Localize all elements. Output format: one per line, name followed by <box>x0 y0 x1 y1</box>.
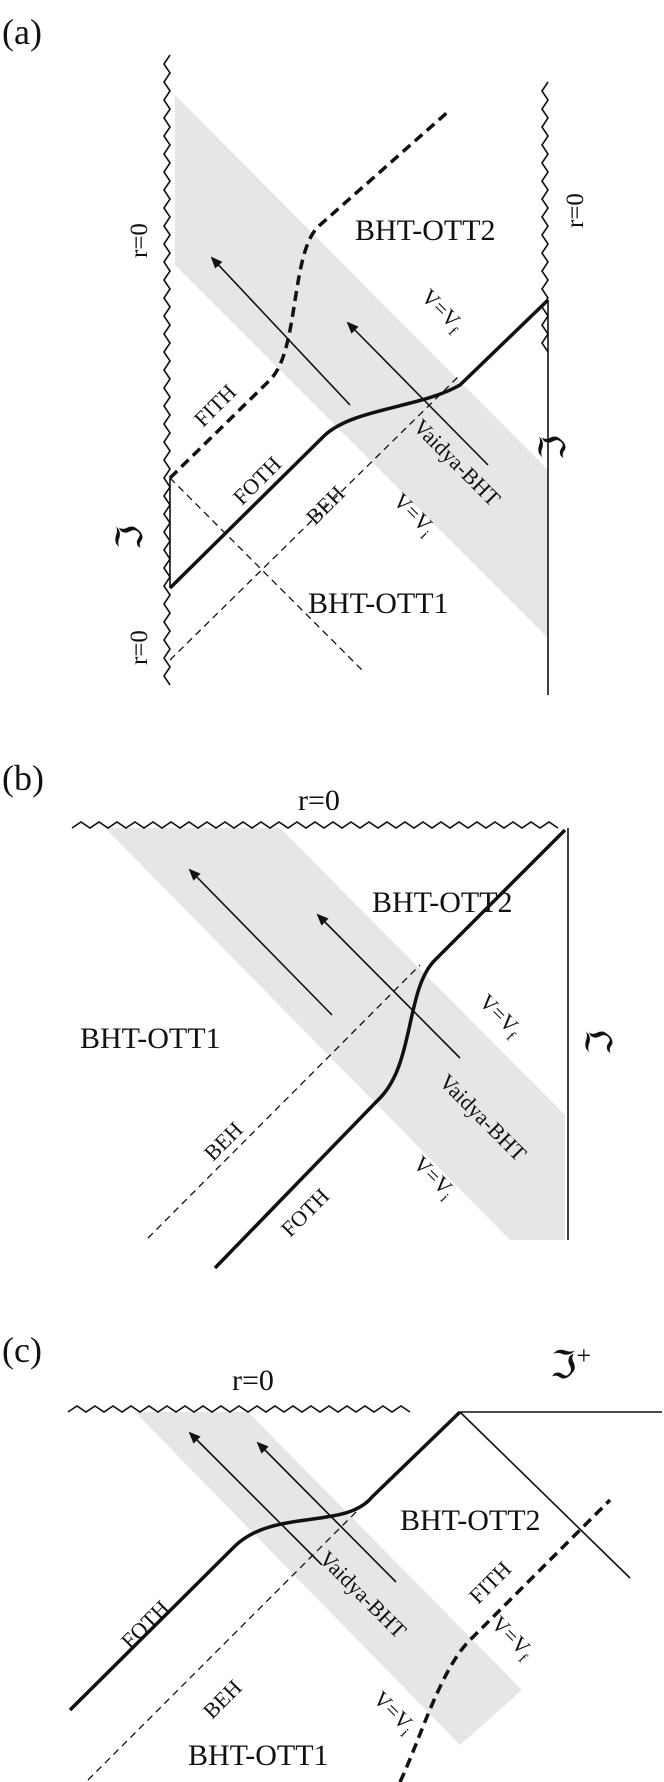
panel-b-beh-label: BEH <box>199 1117 248 1166</box>
panel-b-foth-label: FOTH <box>276 1183 334 1241</box>
panel-a-vaidya-band <box>175 95 548 638</box>
panel-a-region-bottom: BHT-OTT1 <box>308 587 449 620</box>
panel-c-arrow-left <box>188 1431 323 1566</box>
panel-a-foth-curve <box>168 298 550 590</box>
panel-c-fith-curve <box>398 1498 612 1782</box>
panel-c-foth-curve <box>68 1410 462 1712</box>
panel-a: (a) r=0 r=0 r=0 BHT-OTT2 BHT-OTT1 Vaidya… <box>2 12 589 695</box>
panel-b-vaidya-band <box>105 828 565 1240</box>
panel-a-left-singularity <box>163 54 171 686</box>
panel-b-singularity <box>71 821 559 829</box>
panel-b-region-left: BHT-OTT1 <box>80 1022 221 1055</box>
panel-a-beh-line <box>169 374 461 661</box>
panel-c-arrow-right <box>256 1441 397 1583</box>
panel-a-r0-left-bottom: r=0 <box>126 630 153 665</box>
panel-c-scri-diagonal <box>459 1411 631 1579</box>
panel-b-foth-curve <box>213 828 567 1270</box>
panel-a-arrow-left <box>210 256 351 406</box>
panel-a-arrow-right <box>346 321 489 466</box>
panel-a-label: (a) <box>2 12 42 52</box>
panel-b-arrow-left <box>188 868 333 1016</box>
panel-c-foth-label: FOTH <box>116 1595 174 1653</box>
panel-c-label: (c) <box>2 1330 42 1370</box>
panel-a-fith-label: FITH <box>189 379 241 431</box>
panel-c-beh-line <box>87 1472 396 1781</box>
panel-b-arrow-right <box>316 913 461 1059</box>
panel-c-r0: r=0 <box>232 1364 274 1397</box>
panel-a-r0-left-top: r=0 <box>126 223 153 258</box>
panel-a-region-top: BHT-OTT2 <box>355 214 496 247</box>
panel-b-region-right: BHT-OTT2 <box>372 886 513 919</box>
panel-c-singularity <box>67 1405 411 1413</box>
panel-c-region-bottom: BHT-OTT1 <box>188 1739 329 1772</box>
panel-a-right-singularity <box>541 81 549 353</box>
panel-a-r0-right: r=0 <box>562 193 589 228</box>
panel-c-vf-label: V=Vf <box>484 1611 539 1666</box>
panel-c-region-right: BHT-OTT2 <box>400 1504 541 1537</box>
panel-c-beh-label: BEH <box>198 1675 247 1724</box>
panel-b-beh-line <box>147 964 421 1239</box>
panel-a-cross-dashed-line <box>169 477 366 674</box>
panel-a-fith-curve <box>168 108 452 480</box>
panel-a-vf-label: V=Vf <box>414 284 469 339</box>
panel-c: (c) r=0 ℑ+ BHT-OTT2 BHT-OTT1 Vaidya-BHT … <box>2 1330 662 1782</box>
panel-b-r0: r=0 <box>298 784 340 817</box>
panel-c-vaidya-band <box>135 1412 522 1745</box>
panel-a-scri-right-label: ℑ <box>533 435 573 460</box>
panel-b-label: (b) <box>2 758 44 798</box>
panel-b-scri-label: ℑ <box>580 1030 620 1055</box>
panel-a-beh-label: BEH <box>301 481 350 530</box>
panel-b: (b) r=0 BHT-OTT2 BHT-OTT1 Vaidya-BHT BEH… <box>2 758 620 1270</box>
panel-c-scri-label: ℑ+ <box>550 1341 591 1387</box>
panel-a-scri-left-label: ℑ <box>110 525 150 550</box>
